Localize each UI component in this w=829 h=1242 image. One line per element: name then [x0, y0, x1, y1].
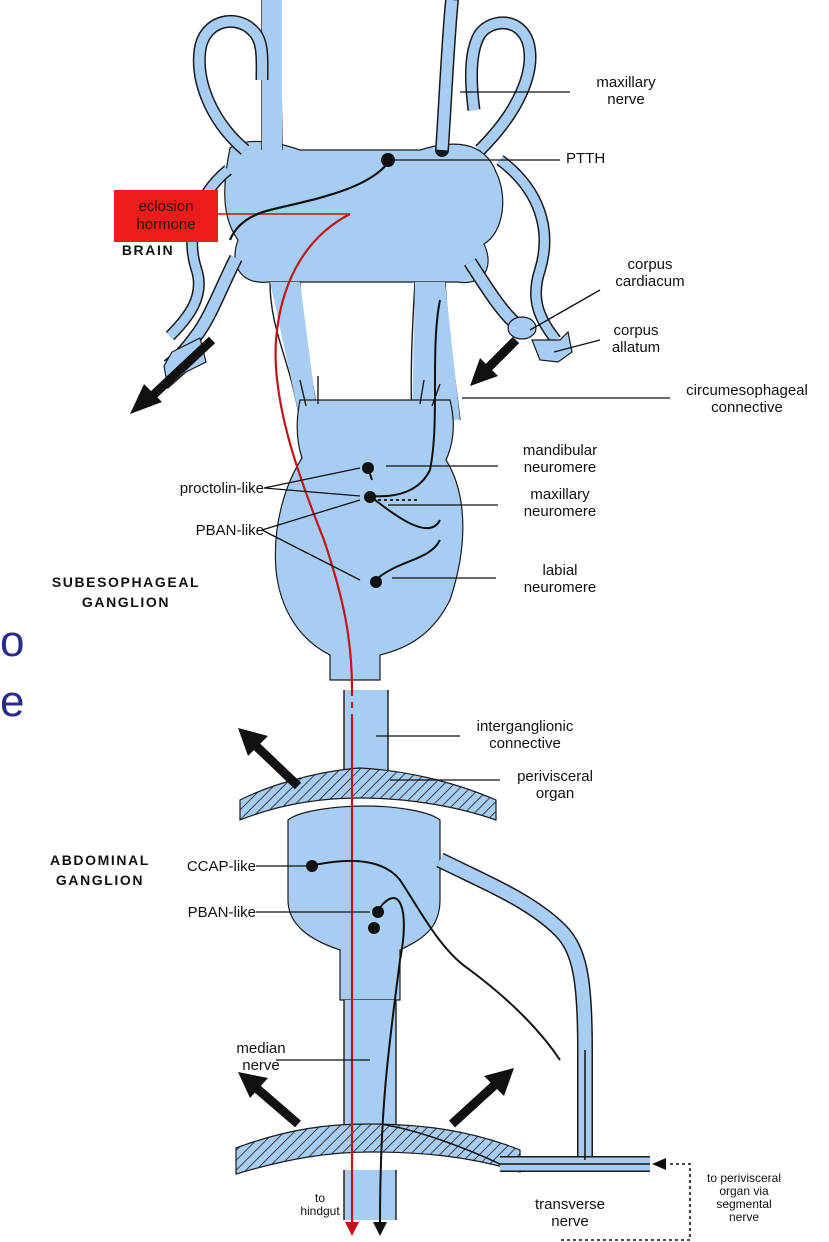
pban-neuron-lab [370, 576, 382, 588]
corpus-cardiacum-line1: corpus [600, 256, 700, 273]
corpus-cardiacum-line2: cardiacum [600, 273, 700, 290]
pban-like-abd-label: PBAN-like [160, 904, 256, 921]
corpora-right [470, 262, 572, 362]
maxillary-neuromere-line2: neuromere [500, 503, 620, 520]
pban-neuron-abd2 [368, 922, 380, 934]
ptth-neuron [381, 153, 395, 167]
transverse-line2: nerve [520, 1213, 620, 1230]
circumesophageal-line1: circumesophageal [672, 382, 822, 399]
region-abdominal: ABDOMINAL GANGLION [40, 850, 160, 890]
eclosion-hormone-label: eclosion hormone [114, 190, 218, 242]
perivisceral-line2: organ [500, 785, 610, 802]
labial-neuromere-label: labial neuromere [500, 562, 620, 596]
transverse-line1: transverse [520, 1196, 620, 1213]
interganglionic-label: interganglionic connective [460, 718, 590, 752]
stray-text-1: o [0, 620, 24, 664]
pban-neuron-abd1 [372, 906, 384, 918]
region-subesophageal: SUBESOPHAGEAL GANGLION [26, 572, 226, 612]
maxillary-neuromere-label: maxillary neuromere [500, 486, 620, 520]
perivisceral-line1: perivisceral [500, 768, 610, 785]
region-abdominal-line2: GANGLION [40, 870, 160, 890]
interganglionic-line2: connective [460, 735, 590, 752]
mandibular-line1: mandibular [500, 442, 620, 459]
corpus-allatum-line1: corpus [596, 322, 676, 339]
circumesophageal-line2: connective [672, 399, 822, 416]
to-hindgut-line2: hindgut [290, 1205, 350, 1218]
median-nerve-label: median nerve [226, 1040, 296, 1074]
maxillary-neuromere-line1: maxillary [500, 486, 620, 503]
stray-text-2: e [0, 680, 24, 724]
segmental-line4: nerve [694, 1211, 794, 1224]
maxillary-nerve-line1: maxillary [566, 74, 686, 91]
ptth-label: PTTH [566, 150, 605, 167]
eclosion-hormone-pathway [218, 214, 359, 1236]
proctolin-like-label: proctolin-like [140, 480, 264, 497]
maxillary-nerve-label: maxillary nerve [566, 74, 686, 108]
circumesophageal-label: circumesophageal connective [672, 382, 822, 416]
region-abdominal-line1: ABDOMINAL [40, 850, 160, 870]
region-subesophageal-line1: SUBESOPHAGEAL [26, 572, 226, 592]
mandibular-line2: neuromere [500, 459, 620, 476]
eclosion-line2: hormone [136, 216, 195, 234]
to-hindgut-label: to hindgut [290, 1192, 350, 1218]
proctolin-neuron [362, 462, 374, 474]
pban-like-seg-label: PBAN-like [172, 522, 264, 539]
corpus-cardiacum-label: corpus cardiacum [600, 256, 700, 290]
transverse-nerve-label: transverse nerve [520, 1196, 620, 1230]
perivisceral-organ-label: perivisceral organ [500, 768, 610, 802]
ccap-neuron [306, 860, 318, 872]
labial-line1: labial [500, 562, 620, 579]
median-line2: nerve [226, 1057, 296, 1074]
abdominal-ganglion [236, 768, 650, 1220]
interganglionic-line1: interganglionic [460, 718, 590, 735]
segmental-nerve-label: to perivisceral organ via segmental nerv… [694, 1172, 794, 1224]
pban-neuron-max [364, 491, 376, 503]
mandibular-neuromere-label: mandibular neuromere [500, 442, 620, 476]
labial-line2: neuromere [500, 579, 620, 596]
corpus-allatum-line2: allatum [596, 339, 676, 356]
region-subesophageal-line2: GANGLION [26, 592, 226, 612]
corpus-allatum-label: corpus allatum [596, 322, 676, 356]
region-brain: BRAIN [88, 240, 208, 260]
maxillary-nerve-line2: nerve [566, 91, 686, 108]
interganglionic-connective [344, 690, 388, 780]
eclosion-line1: eclosion [136, 198, 195, 216]
ccap-like-label: CCAP-like [160, 858, 256, 875]
circumesophageal-connectives [270, 282, 460, 420]
median-line1: median [226, 1040, 296, 1057]
